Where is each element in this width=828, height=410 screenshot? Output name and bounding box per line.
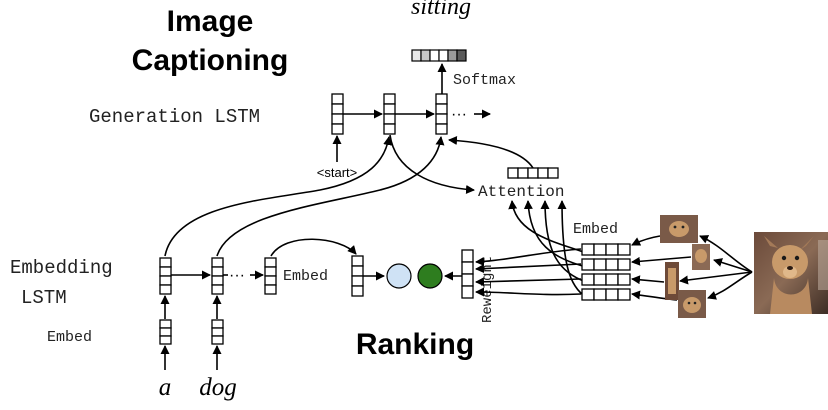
arrow-image-crop: [699, 235, 753, 273]
start-token: <start>: [317, 165, 357, 180]
arrow-attention-to-gen: [448, 136, 534, 169]
arrow-image-crop: [679, 271, 753, 285]
generation-lstm-cell: [383, 93, 396, 135]
arrow-image-crop: [713, 258, 753, 273]
embed-label-left: Embed: [47, 329, 92, 346]
softmax-label: Softmax: [453, 72, 516, 89]
softmax-cell: [429, 49, 440, 62]
region-feature-vector: [581, 258, 631, 271]
arrow-region-attention: [557, 200, 587, 298]
arrow-emb-3-to-embed: [270, 238, 357, 257]
region-feature-vector: [581, 288, 631, 301]
reweight-label: Reweight: [480, 256, 496, 323]
arrow-region-reweight: [475, 287, 582, 297]
arrow-region-attention: [540, 200, 587, 283]
embedding-lstm-cell: [159, 257, 172, 295]
softmax-cell: [447, 49, 458, 62]
softmax-cell: [420, 49, 431, 62]
input-word: dog: [199, 374, 237, 401]
sentence-embed-vector: [351, 255, 364, 297]
dog-photo-icon: [754, 232, 828, 314]
generation-lstm-cell: [435, 93, 448, 135]
attention-label: Attention: [478, 183, 564, 201]
arrow-crop-feature: [631, 256, 692, 266]
embedding-lstm-cell: [264, 257, 277, 295]
embed-label-top: Embed: [573, 221, 618, 238]
title-ranking: Ranking: [356, 328, 474, 361]
region-feature-vector: [581, 243, 631, 256]
dog-crop-icon: [692, 244, 710, 270]
arrow-region-reweight: [475, 277, 582, 287]
softmax-cell: [456, 49, 467, 62]
title-image-captioning-line2: Captioning: [132, 44, 289, 77]
arrow-region-reweight: [475, 263, 582, 274]
softmax-cell: [438, 49, 449, 62]
word-embed-cell: [159, 319, 172, 345]
softmax-cell: [411, 49, 422, 62]
embedding-lstm-label-line1: Embedding: [10, 257, 113, 279]
sentence-score-circle: [386, 263, 412, 289]
embed-label-mid: Embed: [283, 268, 328, 285]
generation-lstm-cell: [331, 93, 344, 135]
dog-crop-icon: [678, 290, 706, 318]
image-embed-vector: [461, 249, 474, 299]
title-image-captioning-line1: Image: [167, 5, 254, 38]
attention-vector: [507, 167, 559, 179]
arrow-image-crop: [707, 271, 753, 300]
input-word: a: [159, 374, 172, 401]
dog-crop-icon: [665, 262, 679, 300]
embedding-lstm-label-line2: LSTM: [21, 287, 67, 309]
arrow-embedding-to-generation: [164, 136, 393, 257]
output-word: sitting: [411, 0, 471, 20]
arrow-crop-feature: [631, 235, 661, 246]
dog-crop-icon: [660, 215, 698, 243]
arrow-embedding-to-generation: [216, 136, 445, 257]
arrow-crop-feature: [631, 275, 665, 285]
generation-ellipsis: ···: [451, 106, 467, 123]
softmax-vector: [411, 49, 467, 62]
embedding-ellipsis: ···: [229, 267, 245, 284]
image-score-circle: [417, 263, 443, 289]
arrow-region-reweight: [475, 248, 582, 267]
word-embed-cell: [211, 319, 224, 345]
embedding-lstm-cell: [211, 257, 224, 295]
region-feature-vector: [581, 273, 631, 286]
generation-lstm-label: Generation LSTM: [89, 106, 260, 128]
